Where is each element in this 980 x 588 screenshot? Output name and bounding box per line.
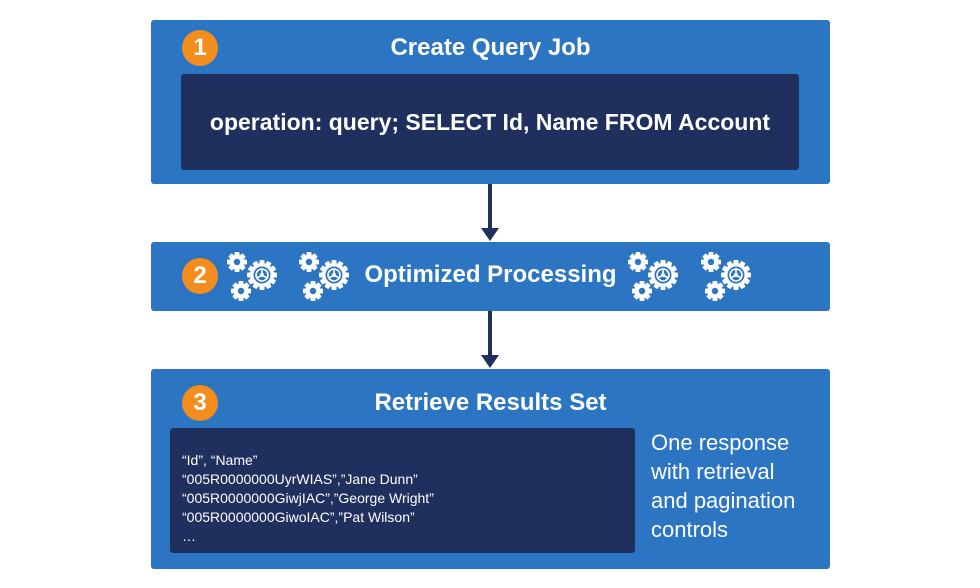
query-box: operation: query; SELECT Id, Name FROM A… (181, 74, 799, 170)
gears-icon (297, 248, 355, 306)
gears-icon (626, 248, 684, 306)
result-line: “005R0000000UyrWIAS”,”Jane Dunn” (182, 471, 418, 487)
arrow-down-icon (481, 311, 499, 368)
query-text: operation: query; SELECT Id, Name FROM A… (209, 108, 771, 135)
result-line: … (182, 528, 196, 544)
step-number-badge: 1 (182, 30, 218, 66)
result-line: “Id”, “Name” (182, 452, 258, 468)
gears-icon (225, 248, 283, 306)
note-line: and pagination (651, 488, 796, 513)
step-create-query-job: 1 Create Query Job operation: query; SEL… (151, 20, 830, 184)
step-retrieve-results: 3 Retrieve Results Set “Id”, “Name” “005… (151, 369, 830, 569)
step-optimized-processing: 2 Optimized Processing (151, 242, 830, 311)
note-line: controls (651, 517, 729, 542)
arrow-down-icon (481, 184, 499, 241)
gears-icon (699, 248, 757, 306)
note-line: with retrieval (651, 459, 775, 484)
response-note: One response with retrieval and paginati… (651, 428, 826, 544)
note-line: One response (651, 430, 790, 455)
step-number-badge: 3 (182, 385, 218, 421)
step-title: Create Query Job (390, 34, 591, 61)
step-number-badge: 2 (182, 258, 218, 294)
step-title: Retrieve Results Set (374, 389, 607, 416)
result-line: “005R0000000GiwoIAC”,”Pat Wilson” (182, 509, 415, 525)
results-box: “Id”, “Name” “005R0000000UyrWIAS”,”Jane … (170, 428, 635, 553)
result-line: “005R0000000GiwjIAC”,”George Wright” (182, 490, 434, 506)
step-title: Optimized Processing (364, 261, 617, 288)
